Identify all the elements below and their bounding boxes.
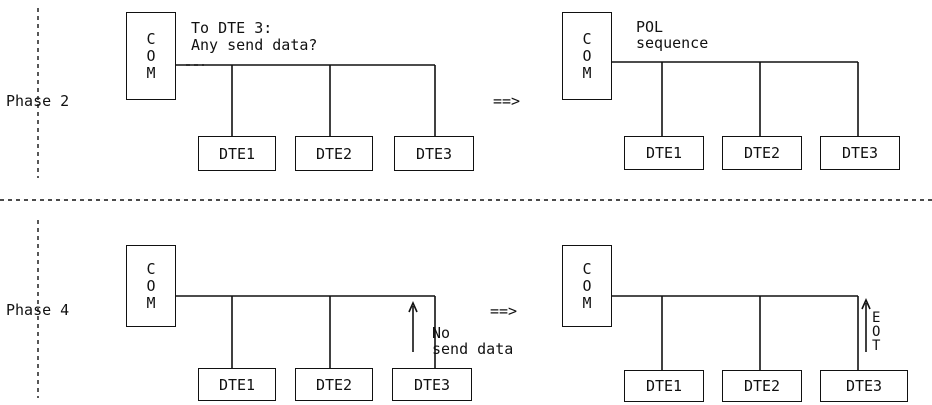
eot-letter: O	[872, 325, 880, 339]
p2-right-com-box: C O M	[562, 12, 612, 100]
com-letter: C	[146, 261, 155, 278]
com-letter: C	[582, 31, 591, 48]
phase-4-label: Phase 4	[6, 302, 69, 318]
com-letter: M	[582, 65, 591, 82]
p2-transition-arrow: ==>	[493, 93, 520, 109]
p2-left-com-box: C O M	[126, 12, 176, 100]
com-letter: M	[582, 295, 591, 312]
com-letter: O	[146, 48, 155, 65]
p4-left-note-line-2: send data	[432, 341, 513, 357]
eot-letter: T	[872, 339, 880, 353]
p4-left-note-line-1: No	[432, 325, 450, 341]
com-letter: O	[146, 278, 155, 295]
p2-right-note-line-1: POL	[636, 19, 663, 35]
com-letter: M	[146, 295, 155, 312]
p4-left-dte2-box: DTE2	[295, 368, 373, 401]
com-letter: C	[146, 31, 155, 48]
com-letter: O	[582, 278, 591, 295]
p2-left-dte1-box: DTE1	[198, 136, 276, 171]
com-letter: O	[582, 48, 591, 65]
p2-right-dte2-box: DTE2	[722, 136, 802, 170]
p4-left-dte1-box: DTE1	[198, 368, 276, 401]
p2-right-dte3-box: DTE3	[820, 136, 900, 170]
p4-right-dte3-box: DTE3	[820, 370, 908, 402]
p2-right-note-line-2: sequence	[636, 35, 708, 51]
p4-right-dte2-box: DTE2	[722, 370, 802, 402]
p4-left-com-box: C O M	[126, 245, 176, 327]
p4-left-dte3-box: DTE3	[392, 368, 472, 401]
p4-right-com-box: C O M	[562, 245, 612, 327]
com-letter: M	[146, 65, 155, 82]
p2-left-dte2-box: DTE2	[295, 136, 373, 171]
phase-2-label: Phase 2	[6, 93, 69, 109]
p2-left-note-line-1: To DTE 3:	[191, 20, 272, 36]
p4-right-eot-label: E O T	[872, 311, 880, 353]
p4-transition-arrow: ==>	[490, 303, 517, 319]
com-letter: C	[582, 261, 591, 278]
eot-letter: E	[872, 311, 880, 325]
p2-left-dte3-box: DTE3	[394, 136, 474, 171]
p2-left-note-line-2: Any send data?	[191, 37, 317, 53]
p4-right-dte1-box: DTE1	[624, 370, 704, 402]
p2-right-dte1-box: DTE1	[624, 136, 704, 170]
